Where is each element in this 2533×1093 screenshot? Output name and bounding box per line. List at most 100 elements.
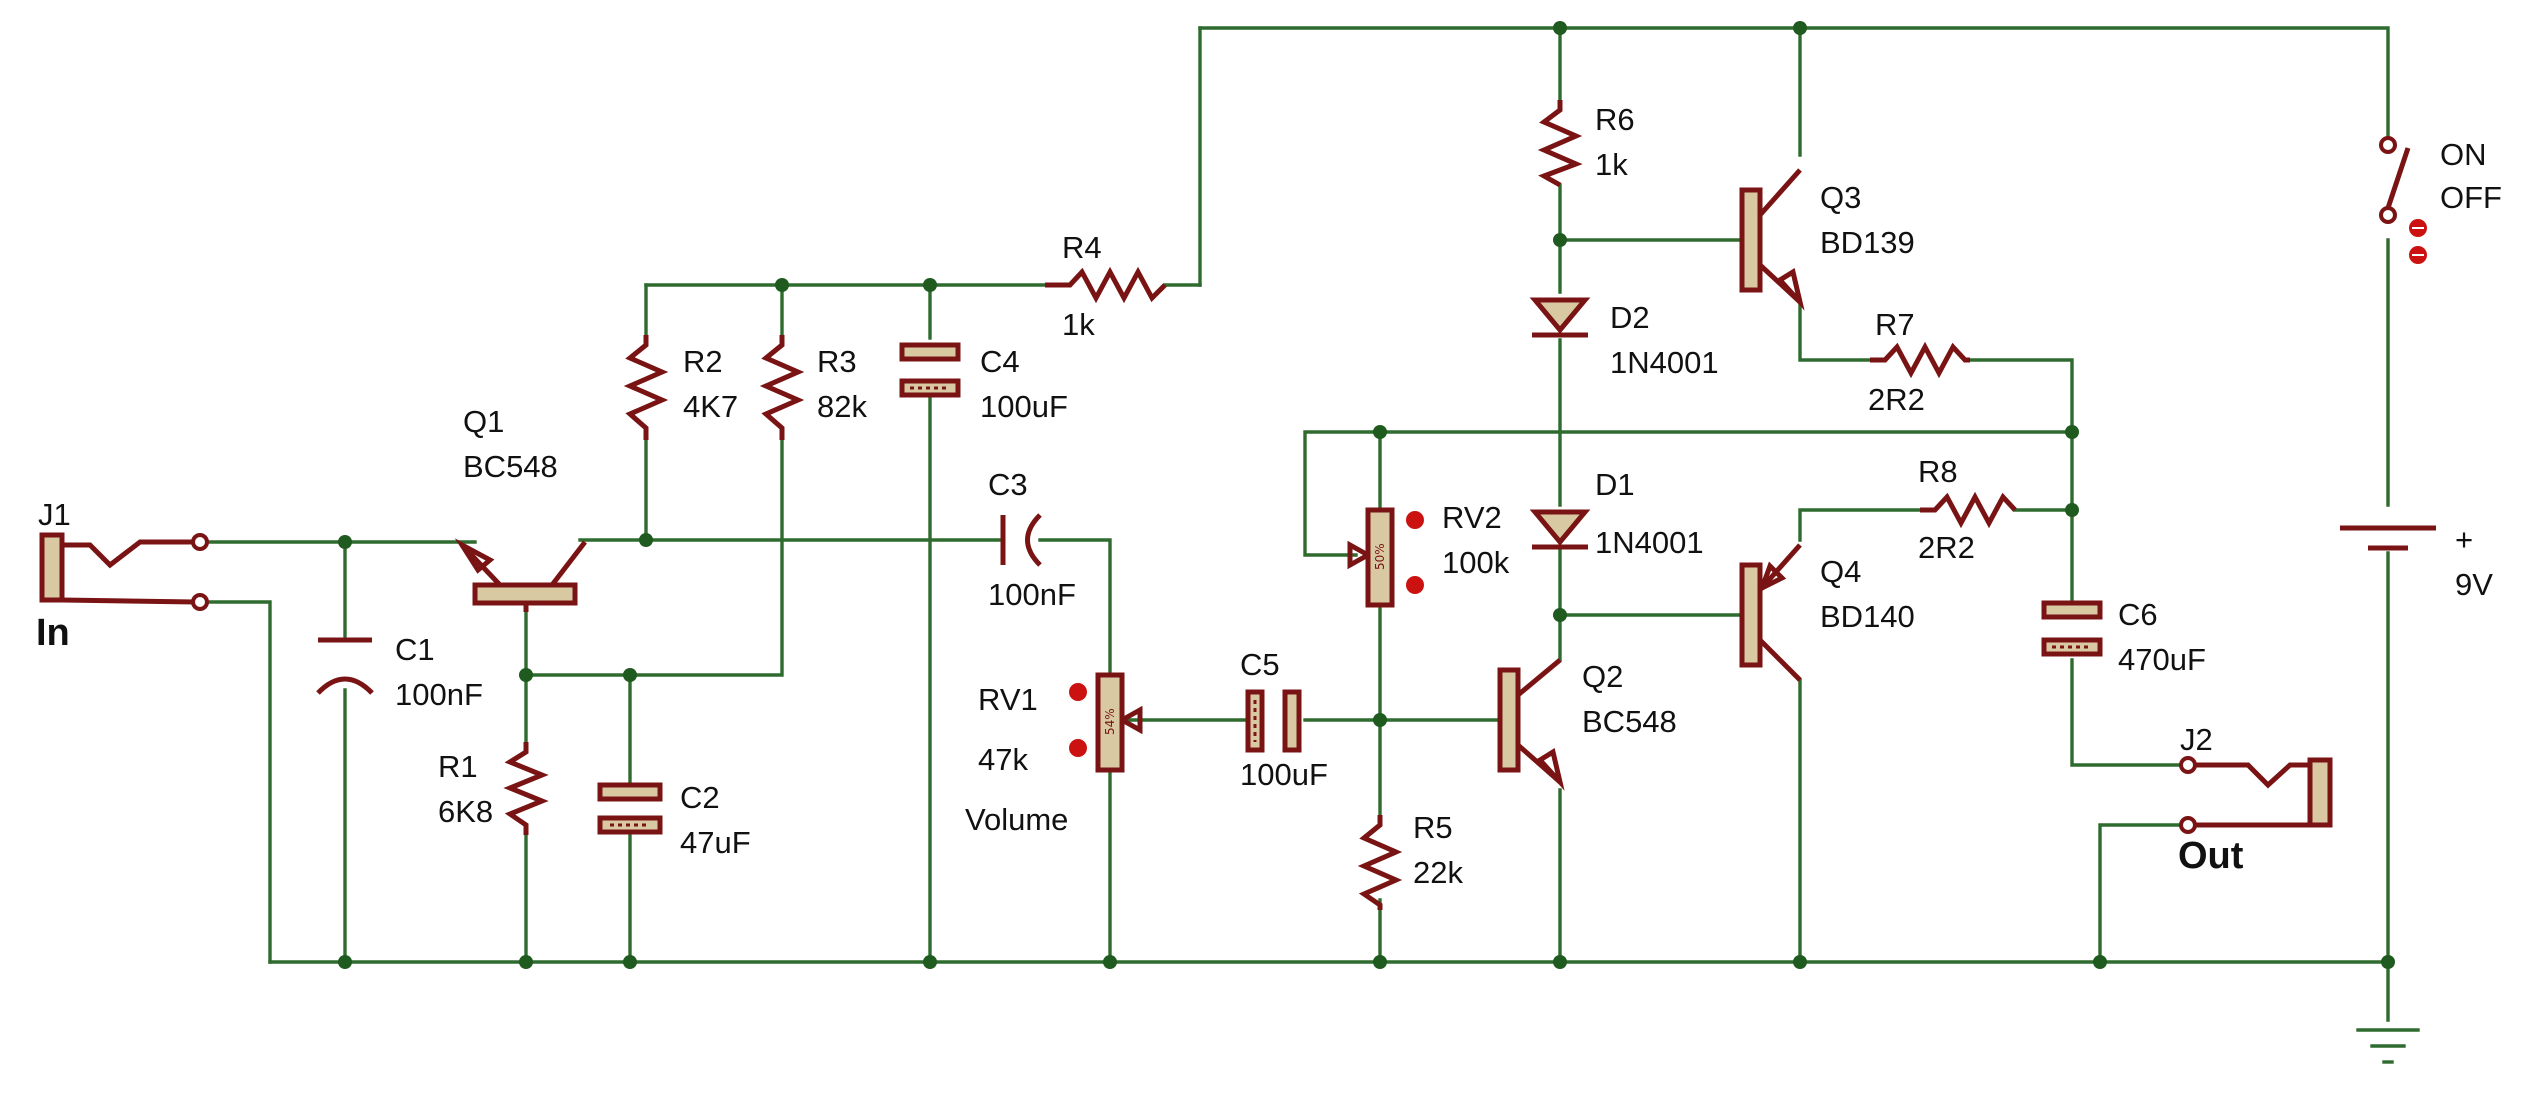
junction-dot bbox=[2093, 955, 2107, 969]
switch-on-off: ON OFF bbox=[2379, 136, 2502, 264]
c5-value: 100uF bbox=[1240, 757, 1328, 792]
c3-ref: C3 bbox=[988, 467, 1028, 502]
d1-ref: D1 bbox=[1595, 467, 1635, 502]
potentiometer-rv2: 50% RV2 100k bbox=[1347, 500, 1510, 608]
wires bbox=[203, 26, 2390, 1022]
junction-dot bbox=[1553, 21, 1567, 35]
rv1-ref: RV1 bbox=[978, 682, 1038, 717]
q2-ref: Q2 bbox=[1582, 659, 1623, 694]
r7-value: 2R2 bbox=[1868, 382, 1925, 417]
resistor-r6: R6 1k bbox=[1537, 100, 1635, 188]
q1-value: BC548 bbox=[463, 449, 558, 484]
j1-label: In bbox=[36, 612, 70, 654]
transistor-q3: Q3 BD139 bbox=[1739, 168, 1915, 311]
transistor-q4: Q4 BD140 bbox=[1739, 543, 1915, 682]
jack-j2: J2 Out bbox=[2178, 722, 2333, 877]
capacitor-c4: C4 100uF bbox=[899, 342, 1068, 424]
r6-ref: R6 bbox=[1595, 102, 1635, 137]
j2-label: Out bbox=[2178, 835, 2244, 877]
r2-ref: R2 bbox=[683, 344, 723, 379]
resistor-r1: R1 6K8 bbox=[438, 742, 549, 835]
r1-ref: R1 bbox=[438, 749, 478, 784]
junction-dot bbox=[639, 533, 653, 547]
rv2-ref: RV2 bbox=[1442, 500, 1502, 535]
rv2-wiper-percent: 50% bbox=[1373, 543, 1387, 570]
capacitor-c6: C6 470uF bbox=[2041, 597, 2206, 677]
r5-value: 22k bbox=[1413, 855, 1463, 890]
c2-ref: C2 bbox=[680, 780, 720, 815]
resistor-r8: R8 2R2 bbox=[1918, 454, 2017, 565]
resistor-r7: R7 2R2 bbox=[1868, 307, 1970, 417]
junction-dot bbox=[1373, 425, 1387, 439]
junction-dot bbox=[775, 278, 789, 292]
r3-ref: R3 bbox=[817, 344, 857, 379]
d2-ref: D2 bbox=[1610, 300, 1650, 335]
resistor-r3: R3 82k bbox=[759, 335, 867, 440]
c4-ref: C4 bbox=[980, 344, 1020, 379]
c2-value: 47uF bbox=[680, 825, 751, 860]
junction-dot bbox=[1553, 608, 1567, 622]
transistor-q1: Q1 BC548 bbox=[454, 404, 587, 612]
rv1-wiper-percent: 54% bbox=[1103, 708, 1117, 735]
d2-value: 1N4001 bbox=[1610, 345, 1719, 380]
junction-dot bbox=[1553, 955, 1567, 969]
junction-dot bbox=[1373, 713, 1387, 727]
c1-value: 100nF bbox=[395, 677, 483, 712]
junction-dot bbox=[923, 278, 937, 292]
junction-dot bbox=[2065, 503, 2079, 517]
j2-ref: J2 bbox=[2180, 722, 2213, 757]
junction-dot bbox=[338, 955, 352, 969]
c3-value: 100nF bbox=[988, 577, 1076, 612]
c6-value: 470uF bbox=[2118, 642, 2206, 677]
j1-ref: J1 bbox=[38, 497, 71, 532]
capacitor-c3: C3 100nF bbox=[988, 467, 1076, 612]
q3-value: BD139 bbox=[1820, 225, 1915, 260]
q4-ref: Q4 bbox=[1820, 554, 1861, 589]
capacitor-c5: C5 100uF bbox=[1240, 647, 1328, 792]
r1-value: 6K8 bbox=[438, 794, 493, 829]
r6-value: 1k bbox=[1595, 147, 1628, 182]
junctions bbox=[338, 21, 2395, 969]
diode-d2: D2 1N4001 bbox=[1529, 297, 1719, 380]
r2-value: 4K7 bbox=[683, 389, 738, 424]
junction-dot bbox=[2065, 425, 2079, 439]
potentiometer-rv1: 54% RV1 47k Volume bbox=[965, 672, 1143, 837]
r8-ref: R8 bbox=[1918, 454, 1958, 489]
r5-ref: R5 bbox=[1413, 810, 1453, 845]
junction-dot bbox=[338, 535, 352, 549]
rv1-note: Volume bbox=[965, 802, 1068, 837]
junction-dot bbox=[1793, 21, 1807, 35]
r7-ref: R7 bbox=[1875, 307, 1915, 342]
r3-value: 82k bbox=[817, 389, 867, 424]
switch-off-label: OFF bbox=[2440, 180, 2502, 215]
capacitor-c1: C1 100nF bbox=[316, 632, 483, 712]
junction-dot bbox=[623, 668, 637, 682]
junction-dot bbox=[923, 955, 937, 969]
junction-dot bbox=[2381, 955, 2395, 969]
jack-j1: J1 In bbox=[36, 497, 209, 654]
c4-value: 100uF bbox=[980, 389, 1068, 424]
junction-dot bbox=[1103, 955, 1117, 969]
r4-ref: R4 bbox=[1062, 230, 1102, 265]
q3-ref: Q3 bbox=[1820, 180, 1861, 215]
junction-dot bbox=[1793, 955, 1807, 969]
resistor-r2: R2 4K7 bbox=[623, 335, 738, 440]
junction-dot bbox=[519, 668, 533, 682]
junction-dot bbox=[519, 955, 533, 969]
c6-ref: C6 bbox=[2118, 597, 2158, 632]
junction-dot bbox=[623, 955, 637, 969]
rv2-value: 100k bbox=[1442, 545, 1510, 580]
rv1-value: 47k bbox=[978, 742, 1028, 777]
d1-value: 1N4001 bbox=[1595, 525, 1704, 560]
ground-symbol bbox=[2356, 1028, 2420, 1064]
junction-dot bbox=[1553, 233, 1567, 247]
r4-value: 1k bbox=[1062, 307, 1095, 342]
capacitor-c2: C2 47uF bbox=[597, 780, 751, 860]
resistor-r4: R4 1k bbox=[1045, 230, 1167, 342]
battery-value: 9V bbox=[2455, 567, 2493, 602]
c5-ref: C5 bbox=[1240, 647, 1280, 682]
q2-value: BC548 bbox=[1582, 704, 1677, 739]
q1-ref: Q1 bbox=[463, 404, 504, 439]
c1-ref: C1 bbox=[395, 632, 435, 667]
